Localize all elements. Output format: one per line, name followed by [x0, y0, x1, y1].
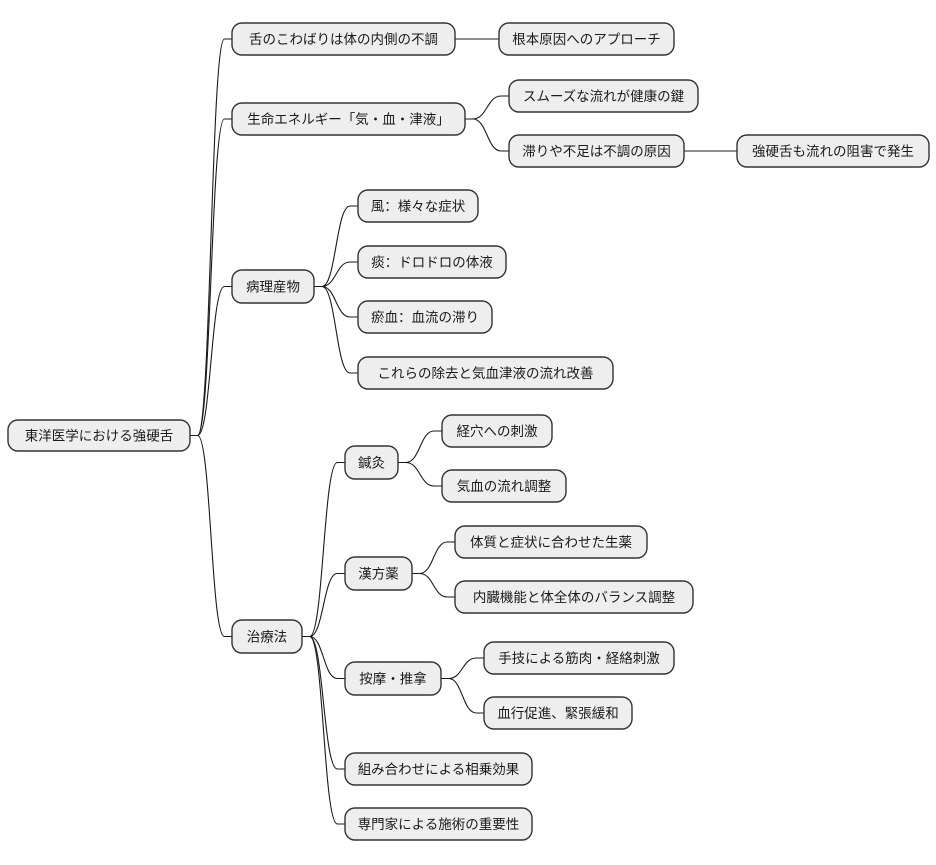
edge-n4c-to-n4c2	[440, 677, 485, 714]
node-shape	[357, 245, 507, 279]
node-shape	[498, 22, 675, 56]
mindmap-node-n2b[interactable]: 滞りや不足は不調の原因	[508, 134, 685, 168]
mindmap-node-n3a[interactable]: 風：様々な症状	[357, 189, 479, 223]
mindmap-node-n3c[interactable]: 瘀血：血流の滞り	[357, 300, 493, 334]
mindmap-node-n4a2[interactable]: 気血の流れ調整	[441, 469, 567, 503]
node-shape	[508, 79, 699, 113]
node-label: 舌のこわばりは体の内側の不調	[249, 32, 438, 48]
node-label: 病理産物	[246, 280, 300, 296]
mindmap-node-n1[interactable]: 舌のこわばりは体の内側の不調	[231, 22, 456, 56]
node-shape	[231, 22, 456, 56]
node-shape	[357, 300, 493, 334]
edge-root-to-n4	[189, 434, 233, 638]
node-shape	[231, 269, 315, 304]
node-label: 治療法	[247, 629, 288, 646]
mindmap-node-n3[interactable]: 病理産物	[231, 269, 315, 304]
edge-n3-to-n3b	[313, 261, 359, 288]
edge-root-to-n2	[189, 118, 233, 437]
node-label: 根本原因へのアプローチ	[512, 32, 661, 48]
edge-n4-to-n4e	[301, 635, 346, 825]
node-label: 按摩・推拿	[359, 671, 427, 688]
mindmap-node-root[interactable]: 東洋医学における強硬舌	[7, 419, 191, 452]
edge-n4-to-n4a	[301, 461, 346, 638]
node-label: 強硬舌も流れの阻害で発生	[752, 144, 914, 160]
node-label: 手技による筋肉・経絡刺激	[498, 650, 660, 667]
node-shape	[231, 619, 303, 654]
node-label: 東洋医学における強硬舌	[25, 429, 174, 445]
node-label: 漢方薬	[358, 567, 399, 583]
mindmap-node-n4a1[interactable]: 経穴への刺激	[441, 414, 553, 448]
node-shape	[344, 661, 442, 696]
mindmap-node-n4[interactable]: 治療法	[231, 619, 303, 654]
node-shape	[357, 189, 479, 223]
mindmap-node-n1a[interactable]: 根本原因へのアプローチ	[498, 22, 675, 56]
edge-n4-to-n4b	[301, 572, 346, 638]
mindmap-node-n3d[interactable]: これらの除去と気血津液の流れ改善	[357, 356, 614, 390]
node-label: 瘀血：血流の滞り	[371, 309, 479, 326]
mindmap-node-n2b1[interactable]: 強硬舌も流れの阻害で発生	[736, 134, 930, 168]
edge-n4c-to-n4c1	[440, 657, 485, 680]
edge-n3-to-n3d	[313, 285, 359, 374]
mindmap-node-n4c1[interactable]: 手技による筋肉・経絡刺激	[483, 641, 675, 675]
node-shape	[454, 525, 648, 559]
edge-n4b-to-n4b1	[411, 541, 456, 575]
node-shape	[344, 752, 533, 786]
node-label: 気血の流れ調整	[457, 479, 552, 495]
node-label: 内臓機能と体全体のバランス調整	[473, 589, 675, 606]
node-label: 血行促進、緊張緩和	[497, 706, 619, 722]
edge-n2-to-n2a	[464, 95, 510, 120]
mindmap-node-n4b[interactable]: 漢方薬	[344, 556, 413, 591]
node-shape	[357, 356, 614, 390]
node-shape	[483, 641, 675, 675]
mindmap-node-n2[interactable]: 生命エネルギー「気・血・津液」	[231, 102, 466, 136]
edge-n3-to-n3a	[313, 205, 359, 288]
node-shape	[508, 134, 685, 168]
node-label: 経穴への刺激	[457, 424, 538, 440]
node-shape	[483, 696, 633, 730]
node-shape	[7, 419, 191, 452]
mindmap-node-n4a[interactable]: 鍼灸	[344, 445, 399, 480]
mindmap-node-n4c[interactable]: 按摩・推拿	[344, 661, 442, 696]
node-label: 鍼灸	[358, 455, 385, 472]
mindmap-node-n4e[interactable]: 専門家による施術の重要性	[344, 807, 533, 841]
edge-n4a-to-n4a1	[397, 430, 443, 464]
mindmap-node-n4d[interactable]: 組み合わせによる相乗効果	[344, 752, 533, 786]
mindmap-node-n4b2[interactable]: 内臓機能と体全体のバランス調整	[454, 580, 694, 614]
edge-n2-to-n2b	[464, 118, 510, 152]
mindmap-node-n3b[interactable]: 痰：ドロドロの体液	[357, 245, 507, 279]
node-shape	[344, 807, 533, 841]
node-label: 生命エネルギー「気・血・津液」	[247, 111, 450, 128]
node-label: 滞りや不足は不調の原因	[522, 144, 671, 160]
node-shape	[736, 134, 930, 168]
node-label: 専門家による施術の重要性	[358, 816, 520, 833]
node-shape	[344, 556, 413, 591]
node-shape	[441, 414, 553, 448]
node-shape	[231, 102, 466, 136]
edge-n4b-to-n4b2	[411, 572, 456, 598]
nodes-layer: 東洋医学における強硬舌 舌のこわばりは体の内側の不調 根本原因へのアプローチ生命エネ…	[7, 22, 930, 841]
node-label: 体質と症状に合わせた生薬	[470, 535, 632, 551]
node-label: スムーズな流れが健康の鍵	[523, 88, 685, 105]
mindmap-node-n4c2[interactable]: 血行促進、緊張緩和	[483, 696, 633, 730]
mindmap-node-n4b1[interactable]: 体質と症状に合わせた生薬	[454, 525, 648, 559]
node-label: 組み合わせによる相乗効果	[358, 762, 520, 778]
edges-layer	[189, 38, 738, 825]
node-shape	[441, 469, 567, 503]
edge-root-to-n3	[189, 285, 233, 437]
node-label: 風：様々な症状	[371, 199, 466, 215]
mindmap-node-n2a[interactable]: スムーズな流れが健康の鍵	[508, 79, 699, 113]
node-shape	[454, 580, 694, 614]
edge-root-to-n1	[189, 38, 233, 437]
edge-n4a-to-n4a2	[397, 461, 443, 487]
node-label: これらの除去と気血津液の流れ改善	[378, 366, 594, 382]
edge-n3-to-n3c	[313, 285, 359, 318]
node-label: 痰：ドロドロの体液	[371, 255, 493, 271]
node-shape	[344, 445, 399, 480]
edge-n4-to-n4c	[301, 635, 346, 680]
